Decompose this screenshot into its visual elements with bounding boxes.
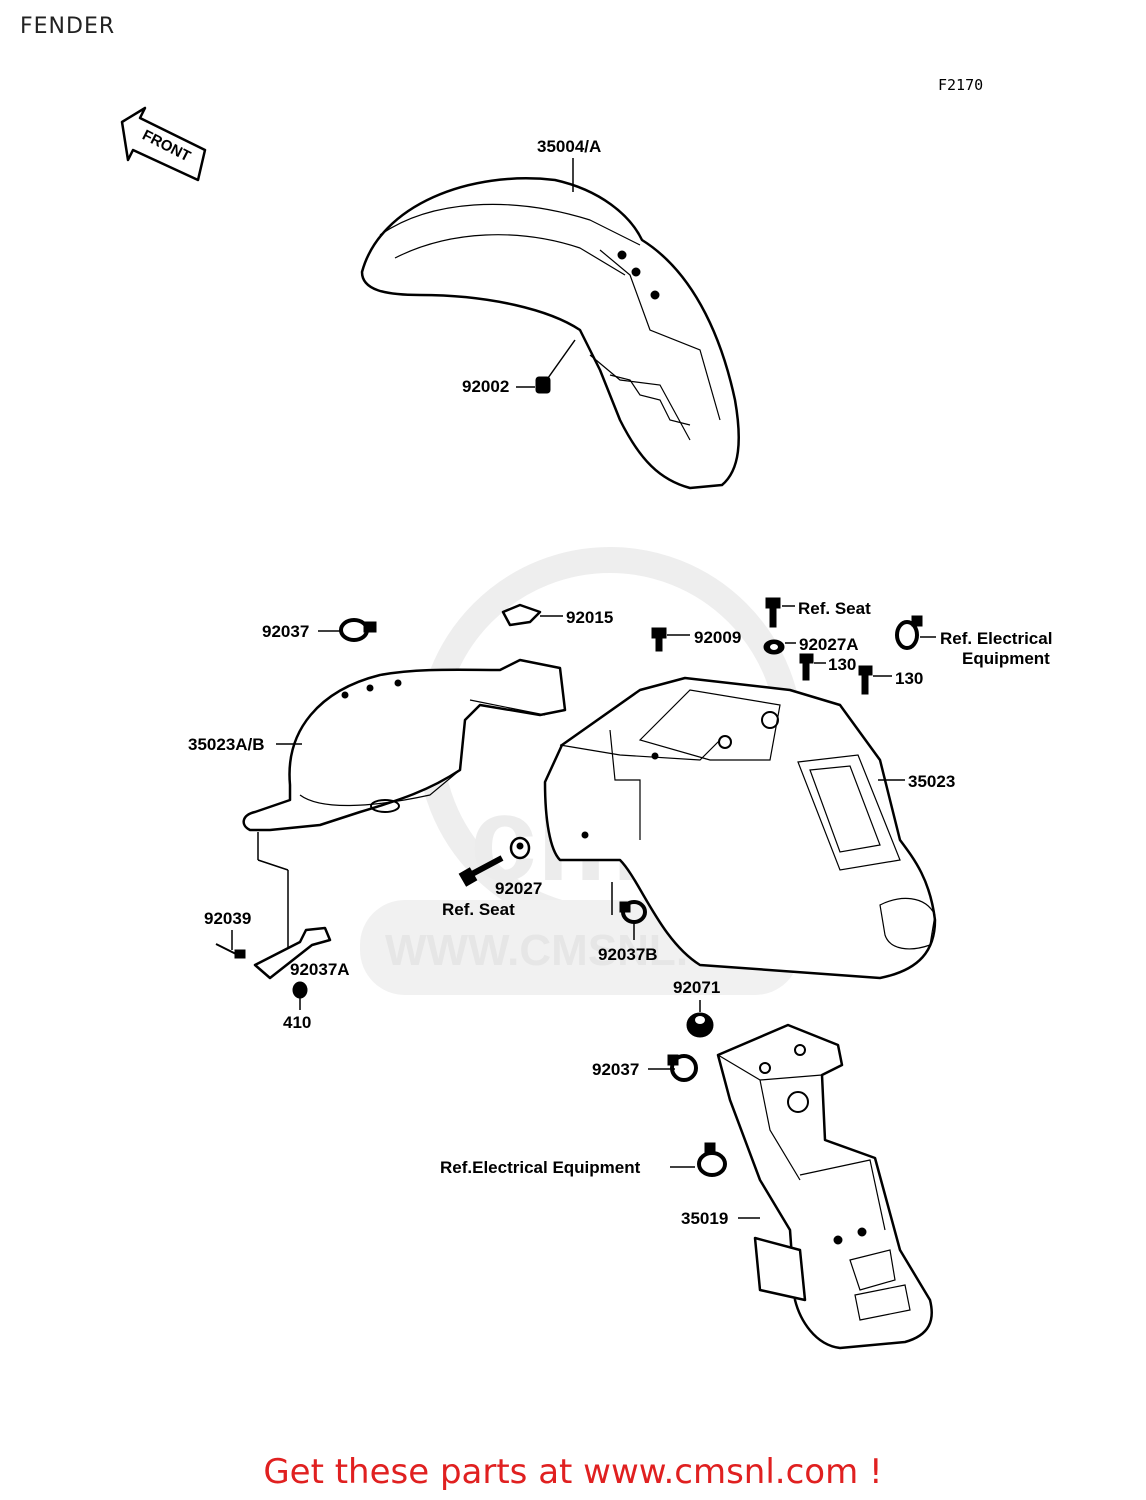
footer-banner[interactable]: Get these parts at www.cmsnl.com ! [263,1452,883,1492]
label-ref-electrical-2: Equipment [962,649,1050,668]
label-bolt-130-b: 130 [895,669,923,688]
label-rear-flap: 35019 [681,1209,728,1228]
label-grommet-92071: 92071 [673,978,720,997]
label-washer-92027A: 92027A [799,635,859,654]
label-screw-92039: 92039 [204,909,251,928]
seat-bolt-mid-icon [458,855,504,887]
bolt-92009-icon [651,627,667,652]
label-front-fender: 35004/A [537,137,601,156]
label-bracket-92037A: 92037A [290,960,350,979]
screw-92039-icon [215,943,246,959]
bolt-130-a-icon [799,653,814,681]
label-bolt-130-a: 130 [828,655,856,674]
label-ref-electrical-bottom: Ref.Electrical Equipment [440,1158,641,1177]
label-rear-fender: 35023 [908,772,955,791]
diagram-code: F2170 [938,76,983,94]
rear-fender-35023-icon [543,676,937,980]
label-ref-seat-mid: Ref. Seat [442,900,515,919]
bolt-92002-icon [535,376,551,394]
front-arrow-icon: FRONT [120,106,207,182]
label-washer-92027: 92027 [495,879,542,898]
front-fender-35004 [360,177,740,490]
bolt-130-b-icon [858,665,873,695]
label-clamp-92037B: 92037B [598,945,658,964]
seat-bolt-icon [765,597,781,628]
electrical-clamp-icon [895,615,923,650]
label-bolt-92009: 92009 [694,628,741,647]
label-ref-seat-top: Ref. Seat [798,599,871,618]
electrical-clamp-bottom-icon [697,1142,727,1177]
washer-92027A-icon [763,639,785,655]
bracket-92037A-icon [253,926,332,980]
clamp-92037-icon [339,618,377,642]
label-ref-electrical-1: Ref. Electrical [940,629,1052,648]
label-nut-410: 410 [283,1013,311,1032]
washer-92027-icon [509,836,531,860]
label-bolt-92002: 92002 [462,377,509,396]
clip-92015-icon [501,603,542,627]
page-title: FENDER [20,14,116,39]
label-clamp-92037-bottom: 92037 [592,1060,639,1079]
label-clamp-92037-top: 92037 [262,622,309,641]
clamp-92037-bottom-icon [667,1054,698,1082]
label-inner-fender: 35023A/B [188,735,265,754]
grommet-92071-icon [686,1012,714,1038]
nut-410-icon [292,981,308,999]
clamp-92037B-icon [619,900,647,924]
inner-fender-35023A-icon [242,658,567,832]
label-clip-92015: 92015 [566,608,613,627]
rear-flap-35019-icon [716,1023,933,1350]
